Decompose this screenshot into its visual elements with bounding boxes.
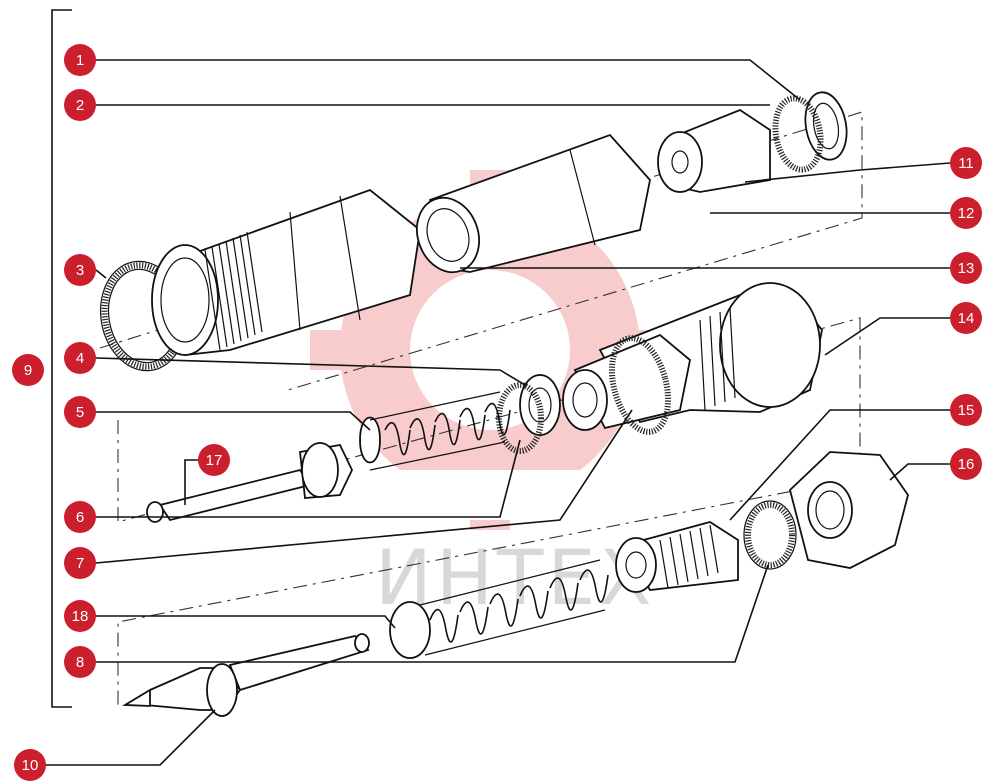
sleeve-part (416, 133, 651, 274)
callout-label: 2 (76, 97, 84, 114)
ring-1-2 (772, 91, 848, 173)
hex-nut-16 (788, 451, 909, 569)
callout-9: 9 (12, 354, 44, 386)
callout-label: 5 (76, 404, 84, 421)
callout-label: 16 (958, 456, 975, 473)
callout-label: 15 (958, 402, 975, 419)
callout-label: 10 (22, 757, 39, 774)
callout-label: 7 (76, 555, 84, 572)
callout-11: 11 (950, 147, 982, 179)
callout-4: 4 (64, 342, 96, 374)
callout-18: 18 (64, 600, 96, 632)
middle-stem (562, 333, 691, 435)
assembly-bracket (51, 9, 72, 708)
spring-5 (359, 391, 511, 471)
callout-15: 15 (950, 394, 982, 426)
ring-8 (743, 500, 797, 570)
callout-label: 18 (72, 608, 89, 625)
callout-label: 4 (76, 350, 84, 367)
callout-label: 17 (206, 452, 223, 469)
nozzle-holder-body (151, 188, 421, 356)
callout-8: 8 (64, 646, 96, 678)
callout-16: 16 (950, 448, 982, 480)
callout-label: 8 (76, 654, 84, 671)
seal-ring-6 (496, 382, 544, 454)
callout-6: 6 (64, 501, 96, 533)
callout-7: 7 (64, 547, 96, 579)
callout-1: 1 (64, 44, 96, 76)
callout-3: 3 (64, 254, 96, 286)
callout-label: 13 (958, 260, 975, 277)
callout-label: 12 (958, 205, 975, 222)
callout-5: 5 (64, 396, 96, 428)
callout-label: 9 (24, 362, 32, 379)
callout-label: 1 (76, 52, 84, 69)
needle-17 (146, 442, 353, 523)
needle-10 (121, 633, 370, 717)
upper-pin (657, 108, 771, 193)
spring-18 (389, 559, 609, 659)
threaded-body-15 (615, 521, 739, 593)
callout-14: 14 (950, 302, 982, 334)
callout-10: 10 (14, 749, 46, 781)
callout-label: 11 (958, 155, 974, 172)
callout-2: 2 (64, 89, 96, 121)
callout-13: 13 (950, 252, 982, 284)
callout-17: 17 (198, 444, 230, 476)
washer-4 (519, 374, 561, 436)
callout-label: 14 (958, 310, 975, 327)
callout-label: 6 (76, 509, 84, 526)
callout-12: 12 (950, 197, 982, 229)
leader-lines (44, 59, 951, 766)
callout-label: 3 (76, 262, 84, 279)
